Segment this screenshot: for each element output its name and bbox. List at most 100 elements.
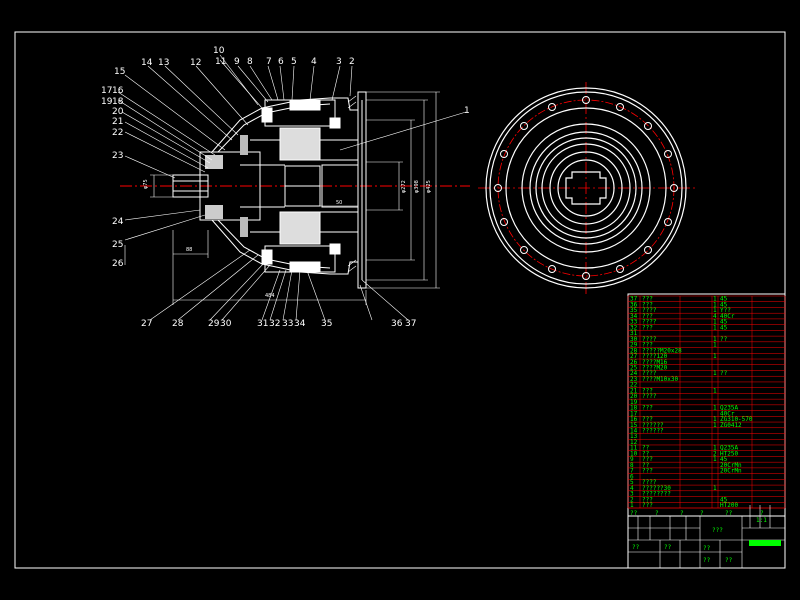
bom-cell-no: 28 bbox=[630, 347, 638, 354]
bom-cell-mat: HT250 bbox=[720, 450, 738, 457]
bom-header-cell: ? bbox=[760, 510, 764, 517]
bom-cell-qty: 1 bbox=[713, 405, 717, 412]
bom-cell-mat: 45 bbox=[720, 301, 728, 308]
bom-cell-no: 6 bbox=[630, 473, 634, 480]
bom-header-cell: ? bbox=[680, 510, 684, 517]
bom-cell-name: ??? bbox=[642, 324, 653, 331]
bom-cell-name: ???? bbox=[642, 479, 657, 486]
bom-cell-no: 16 bbox=[630, 416, 638, 423]
bom-cell-no: 15 bbox=[630, 422, 638, 429]
bom-cell-no: 36 bbox=[630, 301, 638, 308]
bom-cell-name: ??? bbox=[642, 313, 653, 320]
bom-cell-no: 33 bbox=[630, 319, 638, 326]
bom-cell-no: 29 bbox=[630, 342, 638, 349]
bom-cell-mat: 45 bbox=[720, 456, 728, 463]
bom-cell-name: ????M16 bbox=[642, 359, 668, 366]
bom-cell-no: 25 bbox=[630, 364, 638, 371]
callout-30: 30 bbox=[220, 319, 232, 329]
bom-cell-mat: 45 bbox=[720, 496, 728, 503]
bom-cell-name: ???? bbox=[642, 393, 657, 400]
callout-5: 5 bbox=[291, 57, 297, 67]
callout-18: 18 bbox=[112, 97, 124, 107]
bom-cell-mat: 45 bbox=[720, 296, 728, 303]
callout-8: 8 bbox=[247, 57, 253, 67]
bom-cell-no: 23 bbox=[630, 376, 638, 383]
dim-len-short: 88 bbox=[186, 247, 192, 253]
callout-36: 36 bbox=[391, 319, 403, 329]
bom-cell-no: 10 bbox=[630, 450, 638, 457]
bom-cell-mat: HT200 bbox=[720, 502, 738, 509]
bom-cell-qty: 1 bbox=[713, 307, 717, 314]
bom-header-cell: ?? bbox=[725, 510, 733, 517]
scale-label: 1:1 bbox=[756, 517, 767, 524]
callout-35: 35 bbox=[321, 319, 332, 329]
callout-37: 37 bbox=[405, 319, 416, 329]
bom-cell-no: 12 bbox=[630, 439, 638, 446]
sig-label: ?? bbox=[632, 544, 640, 551]
bom-cell-no: 4 bbox=[630, 485, 634, 492]
bom-cell-mat: 45 bbox=[720, 319, 728, 326]
callout-10: 10 bbox=[213, 46, 225, 56]
callout-20: 20 bbox=[112, 107, 124, 117]
bom-cell-no: 8 bbox=[630, 462, 634, 469]
dim-d3: φ398 bbox=[414, 180, 420, 193]
bom-cell-no: 2 bbox=[630, 496, 634, 503]
bom-cell-qty: 4 bbox=[713, 313, 717, 320]
dim-d4: φ425 bbox=[426, 180, 432, 193]
hub bbox=[199, 151, 261, 221]
bom-cell-qty: 1 bbox=[713, 387, 717, 394]
bom-cell-qty: 1 bbox=[713, 456, 717, 463]
bom-cell-qty: 1 bbox=[713, 445, 717, 452]
callout-1: 1 bbox=[464, 106, 470, 116]
date-label: ?? bbox=[664, 544, 672, 551]
bom-cell-no: 30 bbox=[630, 336, 638, 343]
bom-cell-mat: 40Cr bbox=[720, 410, 735, 417]
callout-23: 23 bbox=[112, 151, 123, 161]
callout-14: 14 bbox=[141, 58, 153, 68]
callout-24: 24 bbox=[112, 217, 124, 227]
keyed-bore bbox=[565, 171, 607, 205]
bom-cell-mat: ZG310-570 bbox=[720, 416, 753, 423]
bom-cell-no: 24 bbox=[630, 370, 638, 377]
bom-cell-name: ?????? bbox=[642, 428, 664, 435]
callout-29: 29 bbox=[208, 319, 220, 329]
callout-28: 28 bbox=[172, 319, 184, 329]
bom-cell-no: 17 bbox=[630, 410, 638, 417]
bom-cell-name: ???? bbox=[642, 307, 657, 314]
bom-cell-name: ?????M20x28 bbox=[642, 347, 682, 354]
bom-cell-name: ??? bbox=[642, 387, 653, 394]
leader-lines bbox=[117, 54, 467, 321]
sheet-label: ?? bbox=[725, 557, 733, 564]
bom-cell-name: ?? bbox=[642, 445, 650, 452]
bom-cell-name: ???? bbox=[642, 370, 657, 377]
bom-cell-name: ???? bbox=[642, 336, 657, 343]
bom-cell-no: 27 bbox=[630, 353, 638, 360]
bom-cell-mat: ZG0412 bbox=[720, 422, 742, 429]
bom-cell-mat: Y?? bbox=[720, 307, 731, 314]
school-label: ?? bbox=[703, 557, 711, 564]
bom-cell-no: 34 bbox=[630, 313, 638, 320]
bom-cell-mat: 45 bbox=[720, 324, 728, 331]
bom-cell-name: ??? bbox=[642, 296, 653, 303]
design-label: ?? bbox=[703, 545, 711, 552]
bom-cell-qty: 1 bbox=[713, 422, 717, 429]
bom-cell-name: ??????30 bbox=[642, 485, 671, 492]
bom-cell-mat: 40Cr bbox=[720, 313, 735, 320]
bom-cell-mat: Q235A bbox=[720, 445, 738, 452]
callout-34: 34 bbox=[294, 319, 306, 329]
bom-cell-name: ???????? bbox=[642, 491, 671, 498]
bom-cell-name: ????M20 bbox=[642, 364, 668, 371]
callout-21: 21 bbox=[112, 117, 123, 127]
bom-cell-name: ?? bbox=[642, 462, 650, 469]
callout-33: 33 bbox=[282, 319, 293, 329]
bom-cell-no: 31 bbox=[630, 330, 638, 337]
callout-6: 6 bbox=[278, 57, 284, 67]
bom-cell-name: ????M10x30 bbox=[642, 376, 679, 383]
callout-13: 13 bbox=[158, 58, 169, 68]
bolt-circle bbox=[497, 99, 675, 277]
callout-32: 32 bbox=[269, 319, 280, 329]
bom-cell-qty: 1 bbox=[713, 301, 717, 308]
bom-cell-qty: 1 bbox=[713, 353, 717, 360]
input-shaft bbox=[172, 174, 209, 198]
